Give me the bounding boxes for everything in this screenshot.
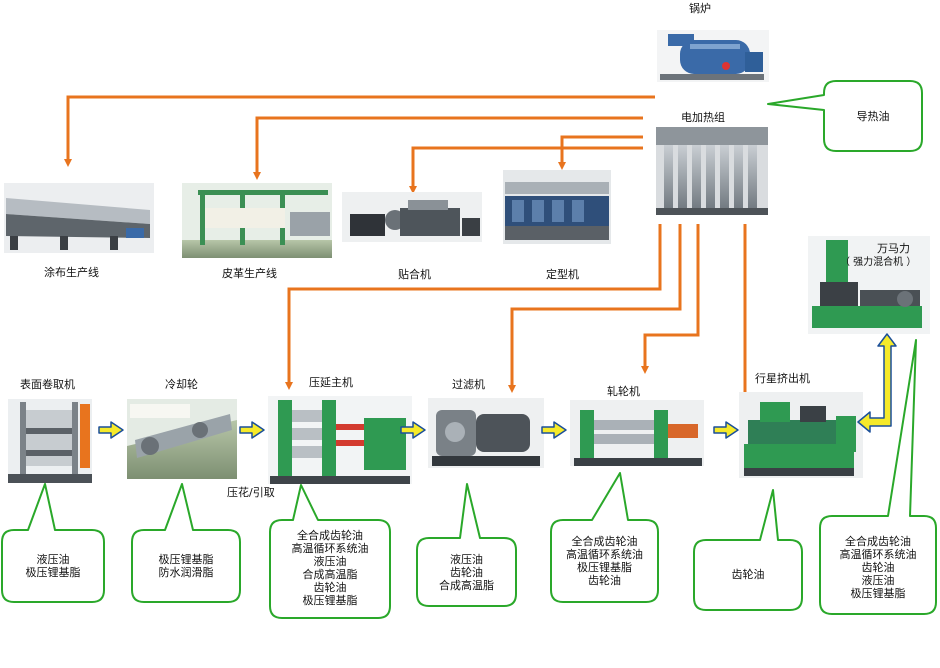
callout-cooling [131,483,241,603]
callout-winder-line: 液压油 [36,553,70,566]
mill-image [570,400,704,466]
pipe-to-setting-machine [558,135,643,170]
callout-mixer-line: 齿轮油 [861,561,895,574]
flow-arrow-calender-to-cooling [239,421,265,439]
label-laminator: 贴合机 [398,268,431,281]
callout-cooling-line: 防水润滑脂 [158,566,214,579]
label-winder: 表面卷取机 [20,378,75,391]
label-leather-line: 皮革生产线 [222,267,277,280]
pipe-to-coating-line [64,95,655,167]
flow-arrow-mixer-to-extruder [857,333,897,433]
callout-mixer-text: 全合成齿轮油 高温循环系统油 齿轮油 液压油 极压锂基脂 [820,535,936,600]
cooling-image [127,399,237,479]
calender-image [268,396,412,484]
callout-mill-line: 高温循环系统油 [566,548,643,561]
callout-calender-line: 高温循环系统油 [291,542,369,555]
label-heater: 电加热组 [681,111,725,124]
label-embossing: 压花/引取 [227,486,275,499]
callout-calender-line: 全合成齿轮油 [297,529,363,542]
flow-arrows [98,333,897,439]
callout-calender-line: 齿轮油 [313,581,347,594]
callout-heat-oil-line: 导热油 [856,110,890,123]
callout-filter-line: 液压油 [450,553,483,566]
boiler-image [657,30,769,82]
callout-mill [550,472,659,603]
label-cooling: 冷却轮 [165,378,198,391]
callout-heat-oil-text: 导热油 [824,110,922,123]
pipe-to-laminator [409,146,643,194]
callout-filter-text: 液压油 齿轮油 合成高温脂 [417,553,516,592]
callout-calender [269,484,391,619]
label-mixer-sub: （ 强力混合机 ） [840,257,917,268]
callout-mill-text: 全合成齿轮油 高温循环系统油 极压锂基脂 齿轮油 [551,535,658,587]
leather-line-image [182,183,332,258]
callout-calender-line: 液压油 [313,555,347,568]
callout-mill-line: 齿轮油 [588,574,621,587]
laminator-image [342,192,482,242]
label-mixer-title: 万马力 [877,242,910,255]
winder-image [8,399,92,483]
pipe-to-leather-line [253,116,643,180]
callout-extruder-text: 齿轮油 [694,568,802,581]
callout-calender-line: 合成高温脂 [302,568,358,581]
callout-calender-text: 全合成齿轮油 高温循环系统油 液压油 合成高温脂 齿轮油 极压锂基脂 [270,529,390,607]
label-mill: 轧轮机 [607,385,640,398]
flow-arrow-extruder-to-mill [713,421,739,439]
callout-extruder [693,489,803,611]
setting-machine-image [503,170,611,244]
label-filter: 过滤机 [452,378,485,391]
callout-winder [1,483,105,603]
callout-mill-line: 全合成齿轮油 [571,535,638,548]
pipe-to-mill [641,224,700,374]
coating-line-image [4,183,154,253]
label-coating-line: 涂布生产线 [44,266,99,279]
label-boiler: 锅炉 [689,2,711,15]
callouts [1,80,937,619]
heater-image [656,127,768,215]
flow-arrow-mill-to-filter [541,421,567,439]
callout-filter-line: 合成高温脂 [439,579,494,592]
pipe-to-calender [285,224,662,390]
callout-mixer [819,339,937,615]
callout-extruder-line: 齿轮油 [731,568,765,581]
extruder-image [739,392,863,478]
callout-mixer-line: 高温循环系统油 [839,548,917,561]
callout-filter-line: 齿轮油 [450,566,483,579]
label-calender: 压延主机 [309,376,353,389]
callout-filter [416,483,517,607]
flow-arrow-cooling-to-winder [98,421,124,439]
flow-arrow-filter-to-calender [400,421,426,439]
heat-oil-pipes [64,95,749,407]
filter-image [428,398,544,468]
callout-mixer-line: 极压锂基脂 [850,587,906,600]
callout-mixer-line: 全合成齿轮油 [845,535,911,548]
mixer-image [808,236,930,334]
label-setting-machine: 定型机 [546,268,579,281]
callout-mixer-line: 液压油 [861,574,895,587]
pipe-to-filter [508,224,682,393]
callout-heat-oil [767,80,923,152]
callout-winder-line: 极压锂基脂 [25,566,81,579]
callout-calender-line: 极压锂基脂 [302,594,358,607]
callout-cooling-line: 极压锂基脂 [158,553,214,566]
callout-mill-line: 极压锂基脂 [577,561,632,574]
label-extruder: 行星挤出机 [755,372,810,385]
callout-winder-text: 液压油 极压锂基脂 [2,553,104,579]
callout-cooling-text: 极压锂基脂 防水润滑脂 [132,553,240,579]
